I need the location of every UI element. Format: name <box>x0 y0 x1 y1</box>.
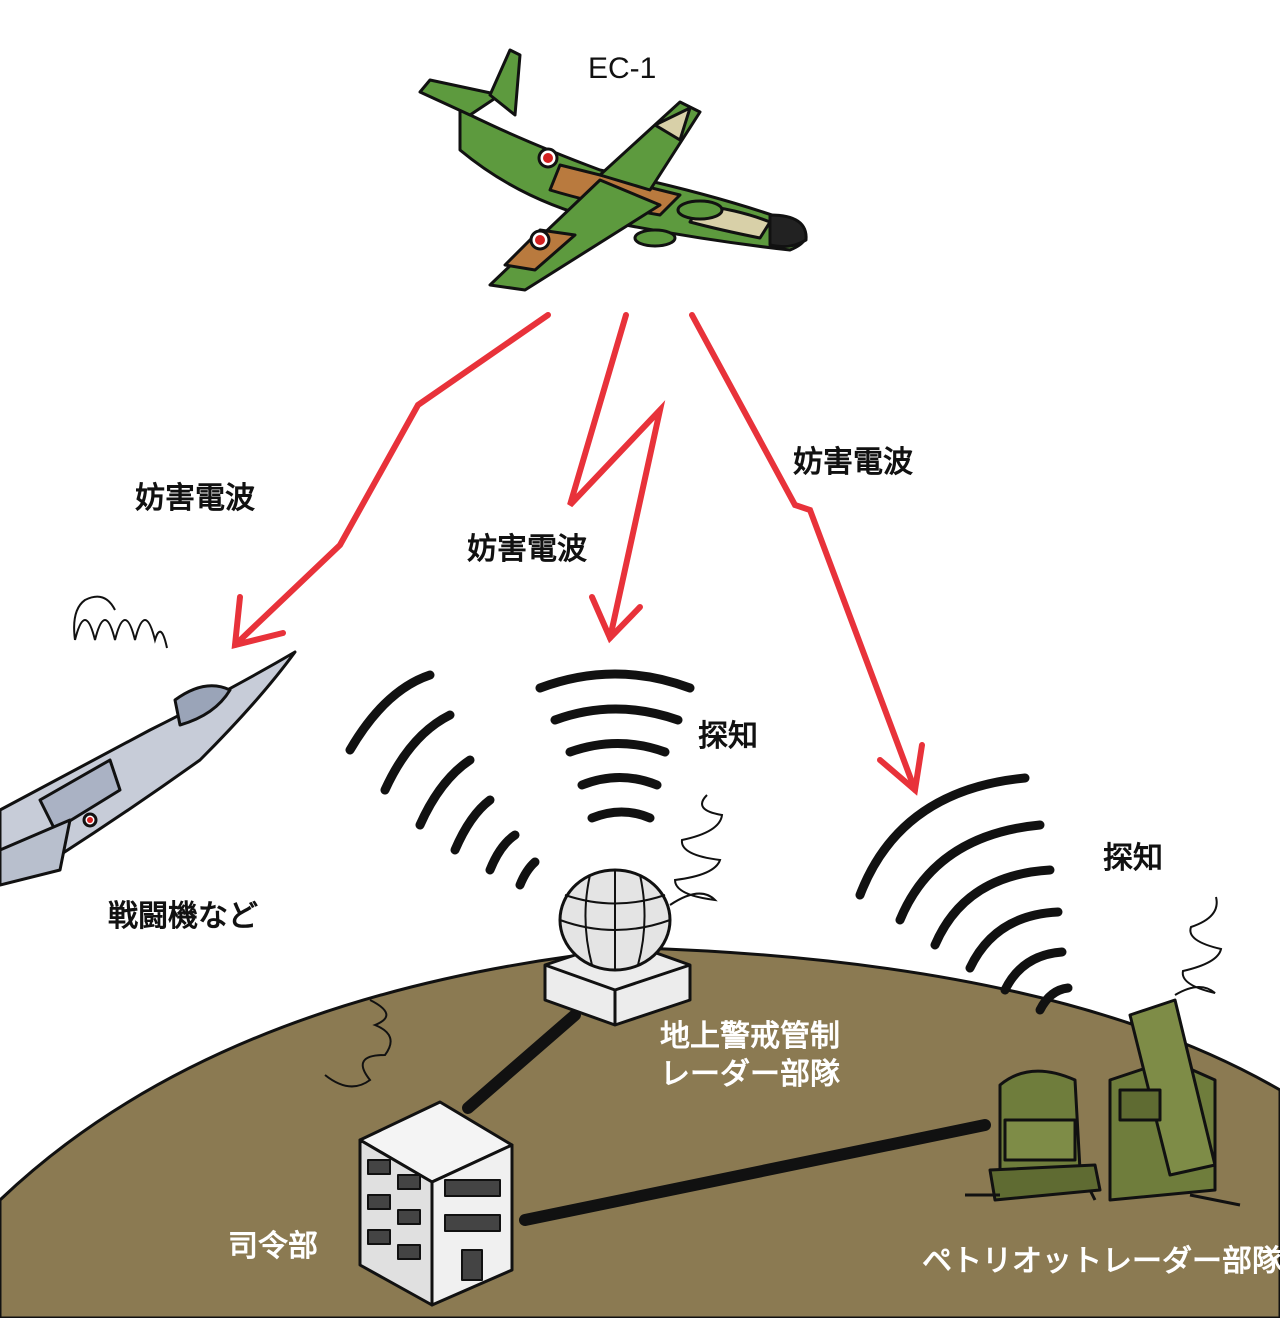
jamming-arrow-left <box>232 312 551 648</box>
noise-scribbles <box>73 595 1223 1088</box>
ground-radar-label-line2: レーダー部隊 <box>660 1057 840 1092</box>
link-radar-hq <box>462 1009 581 1114</box>
fighter-jet-icon <box>0 650 297 887</box>
ground-radar-label-line1: 地上警戒管制 <box>660 1019 840 1054</box>
jamming-arrow-center-head <box>589 594 643 644</box>
comm-lines <box>462 1009 991 1226</box>
patriot-radar-icon <box>965 998 1241 1207</box>
jamming-arrow-center <box>567 312 666 641</box>
hq-building-icon <box>358 1100 514 1307</box>
detect-label-center: 探知 <box>698 719 758 754</box>
radar-waves-patriot <box>855 773 1073 1015</box>
jamming-arrows <box>231 312 925 796</box>
link-hq-patriot <box>519 1119 991 1226</box>
radar-waves-ground <box>345 669 695 890</box>
aircraft-icon <box>418 48 808 292</box>
hq-label: 司令部 <box>228 1229 318 1264</box>
aircraft-label: EC-1 <box>588 52 657 85</box>
jamming-arrow-right <box>689 312 918 793</box>
fighter-label: 戦闘機など <box>108 899 258 934</box>
jamming-arrow-right-head <box>877 742 925 796</box>
jamming-label-left: 妨害電波 <box>135 481 255 516</box>
detect-label-right: 探知 <box>1103 841 1163 876</box>
patriot-label: ペトリオットレーダー部隊 <box>922 1244 1280 1279</box>
jamming-label-right: 妨害電波 <box>793 445 913 480</box>
radar-dome-icon <box>543 868 692 1027</box>
jamming-arrow-left-head <box>231 594 286 649</box>
jamming-label-center: 妨害電波 <box>467 532 587 567</box>
